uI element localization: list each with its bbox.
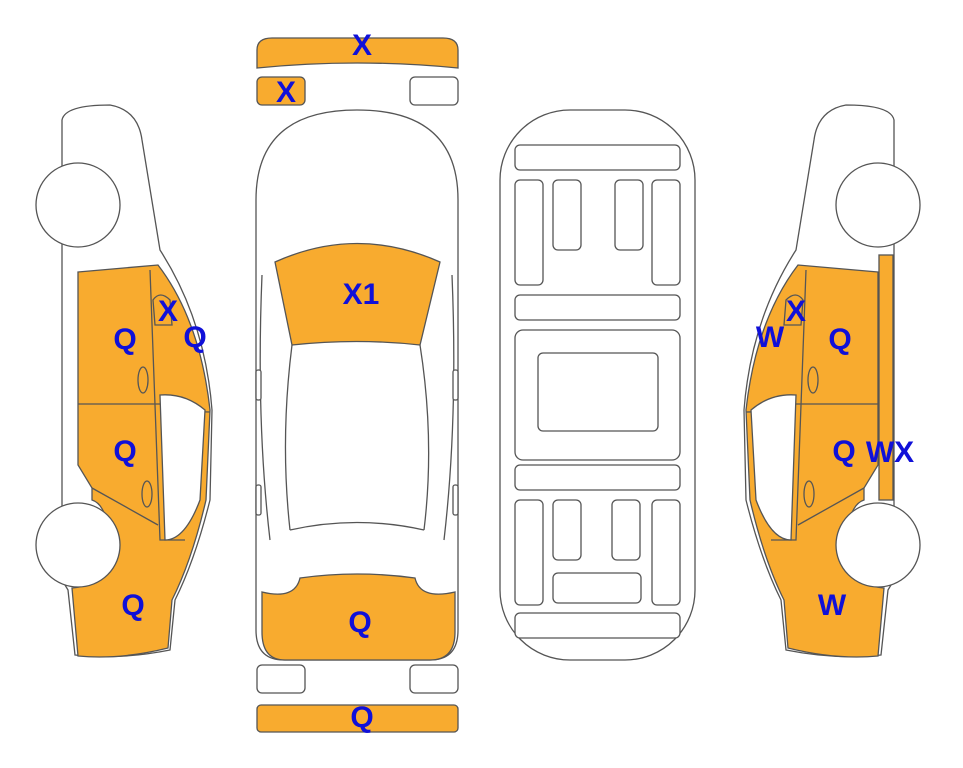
label-left-a-pillar: Q (183, 321, 207, 354)
label-left-rear-door: Q (113, 435, 137, 468)
label-right-mirror: X (785, 295, 807, 328)
car-right-side-view (743, 104, 921, 658)
label-left-front-door: Q (113, 323, 137, 356)
label-right-rear-door: Q (832, 435, 856, 468)
front-left-box-panel[interactable] (256, 76, 306, 106)
front-right-box-panel[interactable] (409, 76, 459, 106)
label-right-front-door: Q (828, 323, 852, 356)
car-left-side-view (35, 104, 213, 658)
label-left-rear-quarter: Q (121, 589, 145, 622)
label-right-c-pillar: WX (865, 436, 915, 469)
car-top-view (255, 109, 459, 661)
label-front-left-box: X (275, 76, 297, 109)
car-underside-view (499, 109, 696, 661)
label-rear-bumper: Q (350, 701, 374, 734)
label-windshield: X1 (342, 278, 380, 311)
rear-right-box-panel[interactable] (409, 664, 459, 694)
label-roof-bar: X (351, 29, 373, 62)
rear-bumper-panel[interactable] (256, 704, 459, 733)
label-right-a-pillar: W (755, 321, 785, 354)
label-left-mirror: X (157, 295, 179, 328)
label-right-rear-quarter: W (817, 589, 847, 622)
roof-bar-panel[interactable] (256, 37, 459, 69)
label-rear-window: Q (348, 606, 372, 639)
rear-window-panel[interactable] (261, 573, 456, 661)
rear-left-box-panel[interactable] (256, 664, 306, 694)
windshield-panel[interactable] (274, 242, 441, 346)
